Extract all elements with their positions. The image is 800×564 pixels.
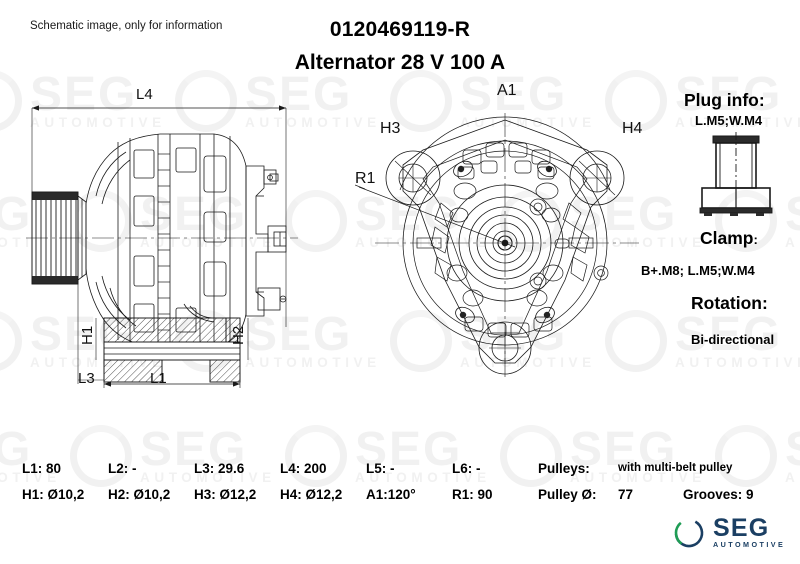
plug-info-title: Plug info: [684, 90, 765, 110]
part-number: 0120469119-R [329, 18, 471, 41]
spec-pulley-diameter-label: Pulley Ø: [538, 487, 597, 502]
seg-ring-icon [674, 518, 704, 548]
spec-grooves: Grooves: 9 [683, 487, 754, 502]
spec-pulleys-value: with multi-belt pulley [618, 462, 733, 474]
seg-automotive-logo: SEG AUTOMOTIVE [672, 512, 792, 554]
spec-h3: H3: Ø12,2 [194, 487, 257, 502]
spec-h2: H2: Ø10,2 [108, 487, 171, 502]
clamp-title: Clamp: [700, 228, 758, 249]
spec-l5: L5: - [366, 461, 395, 476]
alternator-side-view [26, 105, 298, 388]
clamp-value: B+.M8; L.M5;W.M4 [641, 263, 755, 278]
spec-h4: H4: Ø12,2 [280, 487, 343, 502]
spec-h1: H1: Ø10,2 [22, 487, 85, 502]
spec-pulleys-label: Pulleys: [538, 461, 590, 476]
spec-l3: L3: 29.6 [194, 461, 245, 476]
spec-l2: L2: - [108, 461, 137, 476]
plug-connector-drawing [699, 132, 773, 216]
product-name: Alternator 28 V 100 A [294, 51, 506, 75]
dimension-label-a1: A1 [497, 82, 517, 99]
dimension-label-l4: L4 [136, 86, 153, 103]
spec-l1: L1: 80 [22, 461, 62, 476]
schematic-note: Schematic image, only for information [30, 20, 223, 32]
rotation-value: Bi-directional [691, 332, 775, 347]
logo-tagline: AUTOMOTIVE [713, 539, 786, 549]
dimension-label-h2: H2 [230, 325, 247, 345]
dimension-label-h1: H1 [79, 325, 96, 345]
spec-l6: L6: - [452, 461, 481, 476]
dimension-label-h4: H4 [622, 120, 643, 137]
spec-r1: R1: 90 [452, 487, 493, 502]
logo-brand: SEG [713, 514, 770, 543]
clamp-title-colon: : [753, 232, 758, 247]
dimension-label-r1: R1 [355, 170, 376, 187]
spec-a1: A1:120° [366, 487, 416, 502]
specification-table: L1: 80 L2: - L3: 29.6 L4: 200 L5: - L6: … [0, 452, 800, 508]
rotation-title: Rotation: [691, 293, 768, 313]
alternator-front-view [355, 113, 639, 377]
dimension-label-h3: H3 [380, 120, 401, 137]
plug-info-value: L.M5;W.M4 [695, 113, 763, 128]
title-block: 0120469119-R Alternator 28 V 100 A [0, 18, 800, 75]
dimension-label-l1: L1 [150, 370, 167, 387]
spec-l4: L4: 200 [280, 461, 327, 476]
dimension-label-l3: L3 [78, 370, 95, 387]
clamp-title-text: Clamp [700, 228, 754, 248]
spec-pulley-diameter-value: 77 [618, 487, 634, 502]
